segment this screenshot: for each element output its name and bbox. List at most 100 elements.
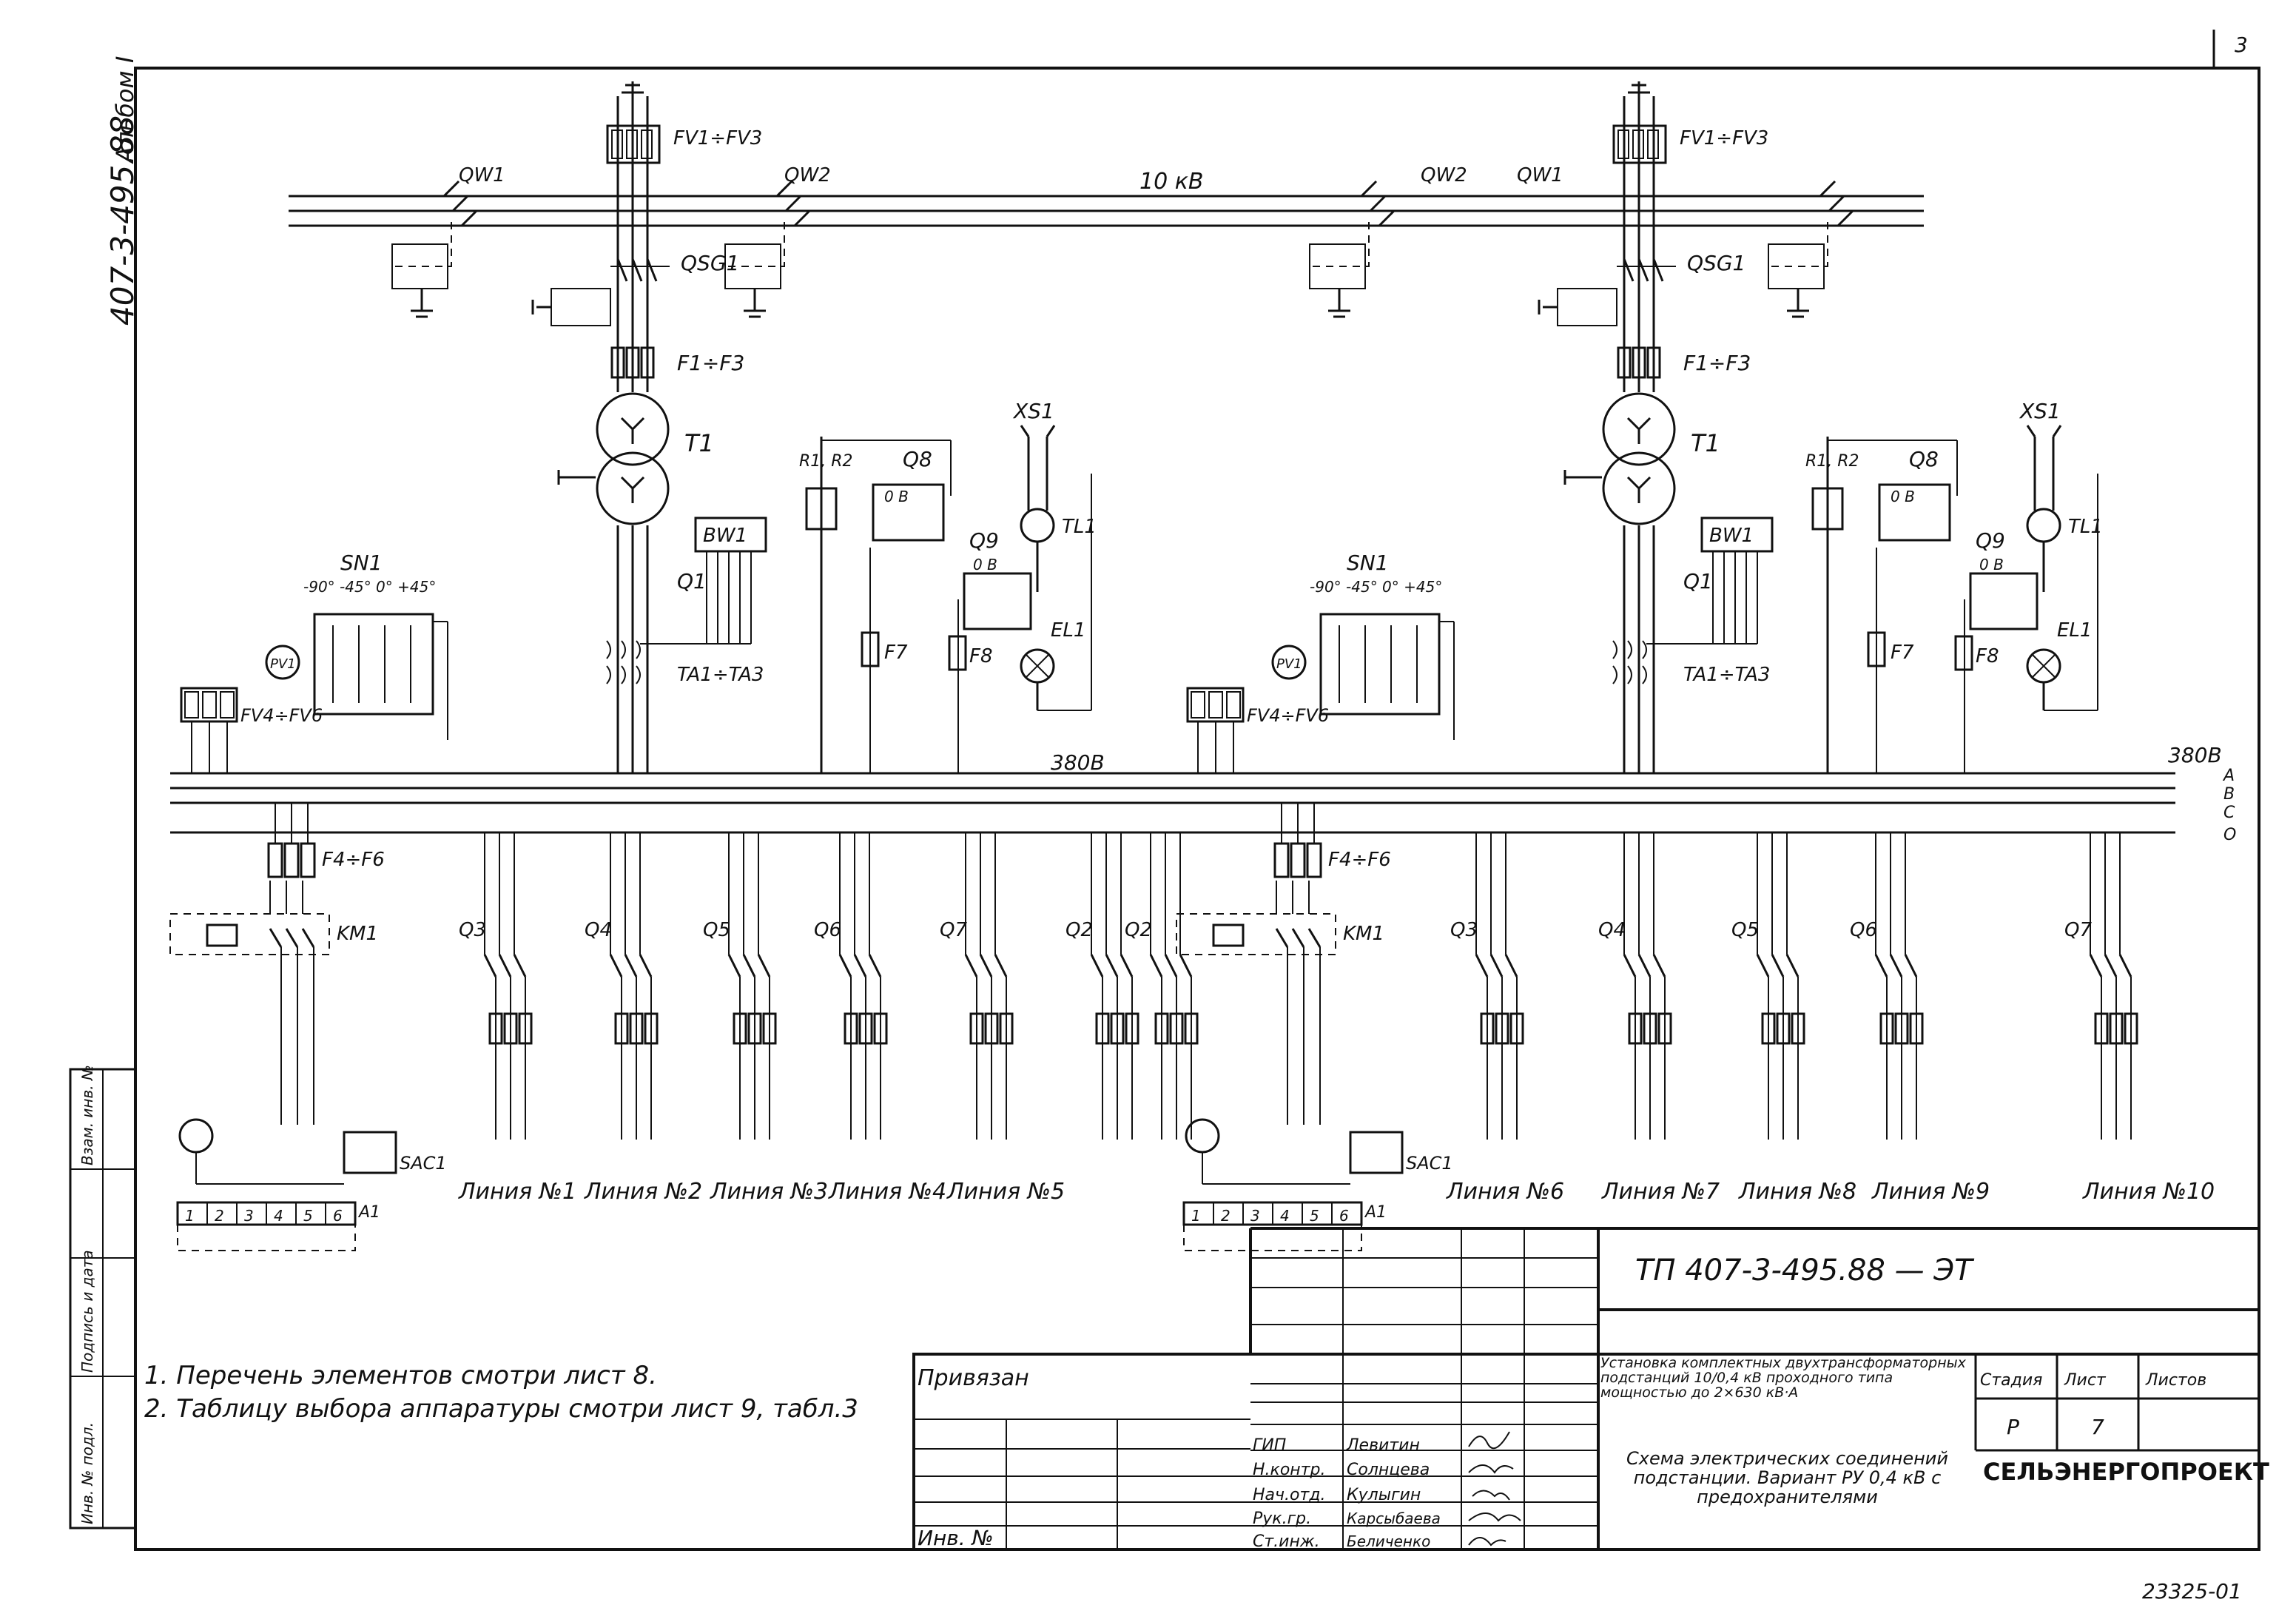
- label-q9: Q9: [969, 528, 999, 553]
- q8-box: [1878, 483, 1951, 542]
- label-transformer: T1: [1691, 429, 1720, 457]
- label-q9-marks: 0 В: [973, 556, 997, 573]
- label-line-1: Линия №1: [458, 1179, 576, 1205]
- sheet-header: Лист: [2064, 1371, 2107, 1390]
- label-q8: Q8: [1909, 447, 1939, 471]
- earth-switch: [724, 243, 781, 289]
- footer-code: 23325-01: [2142, 1579, 2242, 1604]
- label-selector: SN1: [340, 551, 383, 575]
- label-line-5: Линия №5: [946, 1179, 1065, 1205]
- breaker-q5: [727, 832, 777, 1140]
- name-3: Кулыгин: [1347, 1486, 1421, 1504]
- name-1: Левитин: [1346, 1436, 1420, 1455]
- installation-desc: Установка комплектных двухтрансформаторн…: [1600, 1356, 1966, 1401]
- label-breaker-4: Q6: [814, 919, 841, 941]
- disconnector-qsg1: [531, 258, 670, 326]
- socket-tl-q9: [948, 425, 1092, 773]
- label-line-5: Линия №10: [2082, 1179, 2215, 1205]
- side-designation: 407-3-495.88: [104, 115, 141, 326]
- label-breaker-1: Q2: [1125, 919, 1152, 941]
- terminal-6: 6: [1339, 1207, 1349, 1225]
- label-xs: XS1: [2019, 399, 2061, 423]
- sheets-header: Листов: [2145, 1371, 2206, 1390]
- switch-qw-a: [391, 180, 478, 318]
- label-line-4: Линия №9: [1871, 1179, 1990, 1205]
- label-line-3: Линия №3: [710, 1179, 828, 1205]
- sheet-corner-number: 3: [2235, 33, 2248, 57]
- label-breaker-3: Q4: [1598, 919, 1626, 941]
- label-breaker-6: Q2: [1065, 919, 1093, 941]
- label-surge-hv: FV1÷FV3: [673, 127, 762, 149]
- breaker-q6: [838, 832, 888, 1140]
- sheet-value: 7: [2091, 1415, 2104, 1439]
- label-sac: SAC1: [400, 1153, 447, 1174]
- label-qw2: QW2: [1421, 164, 1467, 186]
- breaker-q4: [609, 832, 659, 1140]
- fuse-f8: [1954, 635, 1973, 671]
- role-stinzh: Ст.инж.: [1253, 1532, 1320, 1551]
- breaker-q5: [1756, 832, 1805, 1140]
- label-ct: TA1÷TA3: [1683, 664, 1770, 686]
- label-bw: BW1: [1709, 525, 1754, 547]
- sheet-frame: 3: [134, 30, 2260, 1551]
- label-qw1: QW1: [1517, 164, 1563, 186]
- label-km: KM1: [1343, 923, 1384, 945]
- current-transformers: [606, 640, 641, 684]
- stage-header: Стадия: [1980, 1371, 2042, 1390]
- label-xs: XS1: [1012, 399, 1054, 423]
- label-selector-angles: -90° -45° 0° +45°: [303, 578, 436, 596]
- voltmeter: [1271, 645, 1307, 680]
- terminal-6: 6: [333, 1207, 343, 1225]
- label-el: EL1: [1051, 619, 1085, 642]
- label-ct: TA1÷TA3: [677, 664, 764, 686]
- name-5: Беличенко: [1347, 1532, 1430, 1550]
- note-1: 1. Перечень элементов смотри лист 8.: [144, 1361, 657, 1390]
- label-qsg: QSG1: [681, 251, 739, 275]
- energy-meter: [1646, 516, 1774, 645]
- surge-arrester-lv: [180, 687, 238, 773]
- label-fuses-hv: F1÷F3: [1683, 351, 1751, 375]
- terminal-1: 1: [185, 1207, 195, 1225]
- label-km: KM1: [337, 923, 378, 945]
- resistors-q8: [1811, 437, 1958, 773]
- lv-bus-label-right: 380В: [2168, 743, 2222, 767]
- label-breaker-2: Q3: [1450, 919, 1478, 941]
- energy-meter: [640, 516, 767, 645]
- organization: СЕЛЬЭНЕРГОПРОЕКТ: [1983, 1458, 2269, 1486]
- name-2: Солнцева: [1347, 1461, 1430, 1479]
- terminal-5: 5: [1310, 1207, 1319, 1225]
- label-breaker-6: Q7: [2064, 919, 2092, 941]
- sheet-title: Схема электрических соединений подстанци…: [1626, 1449, 1948, 1507]
- label-transformer: T1: [684, 429, 714, 457]
- label-breaker-5: Q7: [940, 919, 967, 941]
- breaker-q3: [1475, 832, 1524, 1140]
- stamp-signature: Подпись и дата: [78, 1250, 96, 1373]
- role-nkontr: Н.контр.: [1253, 1461, 1325, 1479]
- label-selector-angles: -90° -45° 0° +45°: [1310, 578, 1442, 596]
- notes: 1. Перечень элементов смотри лист 8. 2. …: [144, 1361, 858, 1424]
- label-q9-marks: 0 В: [1979, 556, 2004, 573]
- label-qw1: QW1: [459, 164, 505, 186]
- terminal-5: 5: [303, 1207, 313, 1225]
- switch-qw-b: [724, 180, 811, 318]
- terminal-3: 3: [1250, 1207, 1260, 1225]
- q9-box: [963, 572, 1032, 630]
- switch-qw-b: [1768, 180, 1854, 318]
- right-half: QW1QW2FV1÷FV3QSG1F1÷F3T1Q1TA1÷TA3BW1R1, …: [1125, 81, 2215, 1251]
- label-a1: A1: [1364, 1203, 1387, 1222]
- surge-arrester-hv: [1612, 81, 1667, 164]
- contactor: [169, 881, 330, 1125]
- terminal-2: 2: [215, 1207, 224, 1225]
- photo-relay: [178, 1118, 397, 1185]
- label-el: EL1: [2057, 619, 2092, 642]
- phase-o: О: [2223, 826, 2236, 844]
- contactor: [1176, 881, 1336, 1125]
- label-q1: Q1: [677, 569, 707, 593]
- photo-relay: [1185, 1118, 1404, 1185]
- hv-bus: 10 кВ: [289, 169, 1924, 227]
- note-2: 2. Таблицу выбора аппаратуры смотри лист…: [144, 1394, 858, 1424]
- selector-switch: [265, 613, 448, 740]
